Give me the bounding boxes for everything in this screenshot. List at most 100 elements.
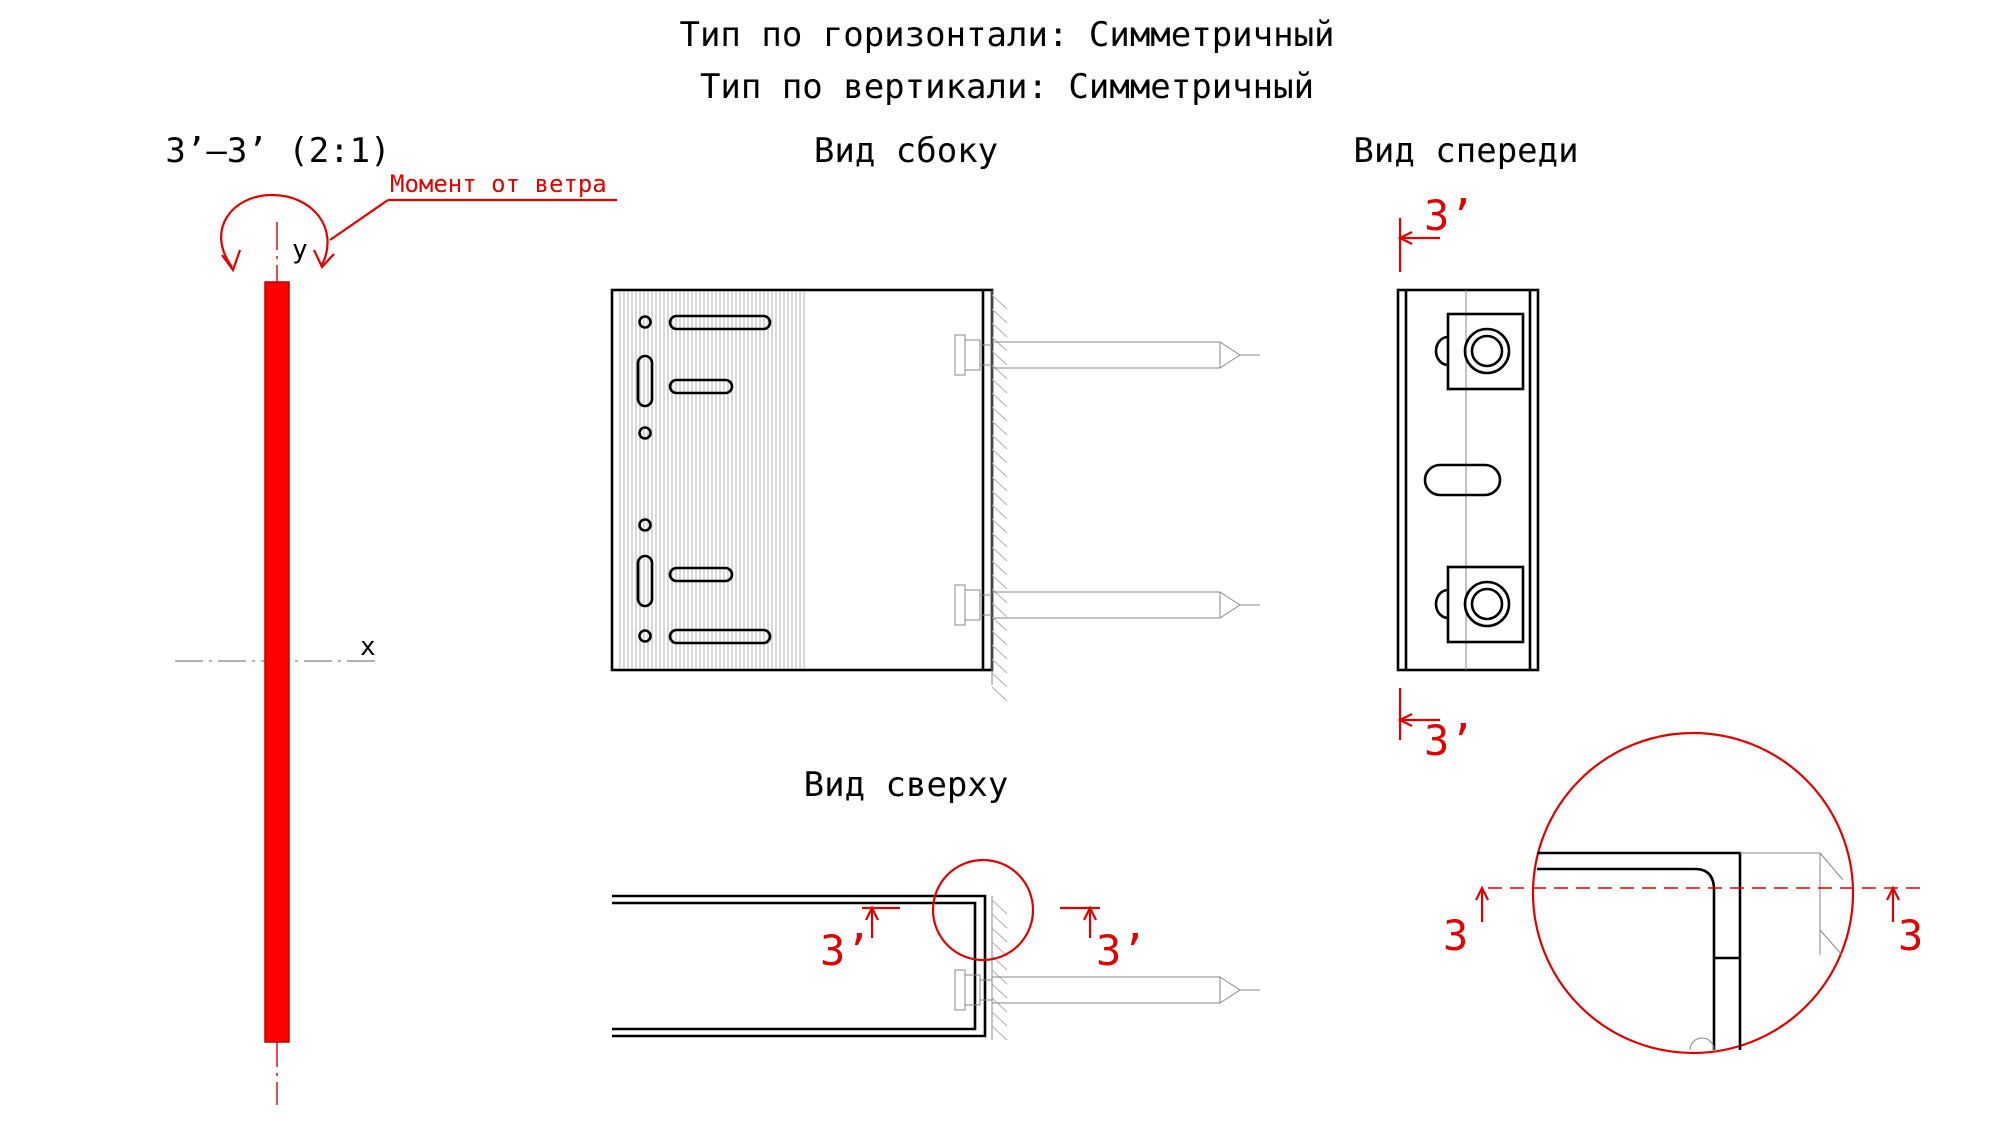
hole: [638, 315, 652, 329]
moment-arrow-left-icon: [221, 249, 242, 273]
detail-profile-inner: [1537, 867, 1716, 1050]
hole: [638, 629, 652, 643]
arrow-left-icon: [1397, 231, 1413, 245]
wind-moment-leader: [329, 199, 389, 241]
hatch-line: [991, 941, 1008, 957]
hatch-line: [991, 378, 1008, 394]
slot-horizontal: [668, 378, 734, 395]
side-view: Вид сбоку: [610, 131, 1260, 702]
top-profile-outer: [612, 894, 987, 1038]
arrow-up-icon: [1083, 905, 1097, 921]
arrow-up-icon: [1475, 885, 1489, 901]
hatch-line: [991, 1011, 1008, 1027]
hatch-line: [991, 350, 1008, 366]
hatch-line: [991, 602, 1008, 618]
slot-vertical: [636, 354, 654, 408]
section-mark-label: 3: [1898, 911, 1923, 960]
x-axis-label: x: [360, 632, 376, 662]
washer-plate: [1446, 565, 1525, 644]
hatch-line: [991, 504, 1008, 520]
hole: [638, 426, 652, 440]
arrow-left-icon: [1397, 713, 1413, 727]
section-mark-label: 3’: [1096, 926, 1147, 975]
holes-group: [636, 314, 772, 645]
hole: [638, 518, 652, 532]
front-bracket-outline: [1396, 288, 1540, 672]
y-axis-label: y: [292, 235, 308, 265]
side-view-title: Вид сбоку: [814, 131, 998, 171]
hatch-line: [991, 1025, 1008, 1041]
detail-profile-outer: [1537, 851, 1742, 1050]
hatch-line: [991, 899, 1008, 915]
anchor-bolt: [954, 969, 1260, 1011]
detail-wall-line: [1819, 852, 1844, 881]
hatch-line: [991, 644, 1008, 660]
wall-hatching: [991, 294, 1008, 702]
hatch-line: [991, 392, 1008, 408]
front-view-title: Вид спереди: [1353, 131, 1578, 171]
bolt-head-outer: [1463, 580, 1511, 628]
wind-moment-label: Момент от ветра: [390, 170, 607, 198]
top-view-title: Вид сверху: [804, 765, 1009, 805]
front-slot: [1423, 463, 1502, 497]
detail-view: 3 3: [1443, 731, 1923, 1055]
hatch-line: [991, 462, 1008, 478]
front-slot-edge: [1434, 335, 1449, 367]
anchor-bolt: [954, 334, 1260, 376]
hatch-line: [991, 476, 1008, 492]
section-mark-label-bottom: 3’: [1424, 716, 1475, 765]
bolt-head-inner: [1470, 334, 1504, 368]
arrow-up-icon: [1886, 885, 1900, 901]
washer-plate: [1446, 312, 1525, 391]
detail-hole-edge: [1689, 1037, 1715, 1051]
fin-texture: [619, 292, 805, 668]
hatch-line: [991, 686, 1008, 702]
hatch-line: [991, 927, 1008, 943]
detail-circle: [1531, 731, 1855, 1055]
hatch-line: [991, 658, 1008, 674]
wall-hatching: [991, 899, 1008, 1041]
top-profile-inner: [612, 901, 977, 1031]
top-view: Вид сверху 3’ 3’: [612, 765, 1260, 1041]
hatch-line: [991, 406, 1008, 422]
hatch-line: [991, 997, 1008, 1013]
hatch-line: [991, 574, 1008, 590]
hatch-line: [991, 630, 1008, 646]
hatch-line: [991, 518, 1008, 534]
section-view: 3’–3’ (2:1) Момент от ветра y x: [165, 131, 617, 1105]
hatch-line: [991, 434, 1008, 450]
section-title: 3’–3’ (2:1): [165, 131, 390, 171]
bolt-head-outer: [1463, 327, 1511, 375]
front-view: Вид спереди 3’ 3’: [1353, 131, 1578, 765]
slot-horizontal: [668, 628, 772, 645]
slot-horizontal: [668, 566, 734, 583]
bracket-outline: [610, 288, 994, 672]
slot-vertical: [636, 554, 654, 608]
hatch-line: [991, 588, 1008, 604]
hatch-line: [991, 546, 1008, 562]
section-mark-label-top: 3’: [1424, 191, 1475, 240]
moment-arc-icon: [220, 193, 329, 268]
vertical-type-label: Тип по вертикали: Симметричный: [700, 67, 1314, 107]
section-mark-label: 3’: [820, 926, 871, 975]
arrow-up-icon: [865, 905, 879, 921]
moment-arrow-right-icon: [313, 249, 335, 269]
anchor-bolt: [954, 584, 1260, 626]
section-profile-bar: [264, 281, 290, 1043]
hatch-line: [991, 532, 1008, 548]
hatch-line: [991, 490, 1008, 506]
detail-callout-circle: [931, 858, 1035, 962]
horizontal-type-label: Тип по горизонтали: Симметричный: [679, 15, 1334, 55]
hatch-line: [991, 448, 1008, 464]
hatch-line: [991, 983, 1008, 999]
hatch-line: [991, 336, 1008, 352]
hatch-line: [991, 672, 1008, 688]
detail-wall-line: [1819, 929, 1843, 956]
hatch-line: [991, 420, 1008, 436]
hatch-line: [991, 913, 1008, 929]
bolt-head-inner: [1470, 587, 1504, 621]
hatch-line: [991, 616, 1008, 632]
hatch-line: [991, 322, 1008, 338]
front-slot-edge: [1434, 588, 1449, 620]
